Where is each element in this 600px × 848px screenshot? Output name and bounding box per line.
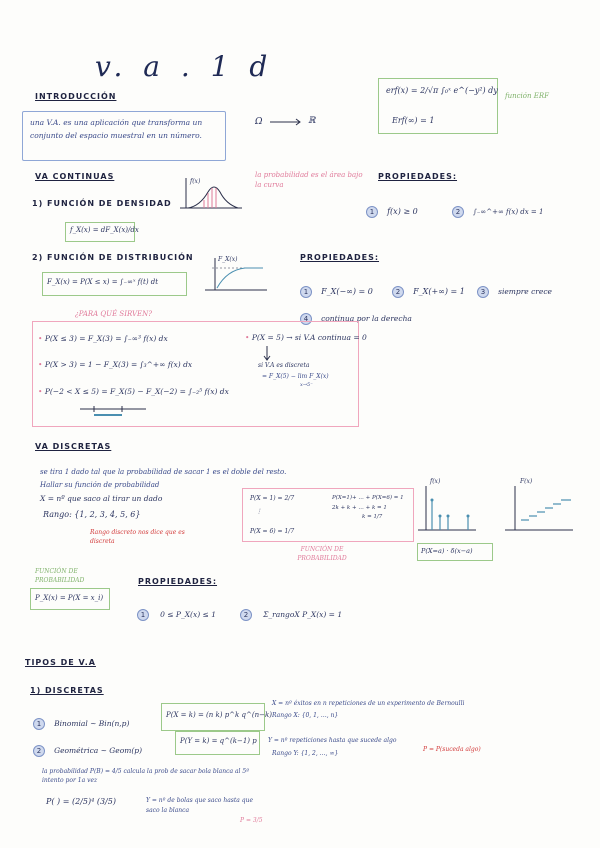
- example-text: la probabilidad P(B) = 4/5 calcula la pr…: [42, 768, 250, 784]
- uses-box: [32, 321, 359, 427]
- continuous-heading: VA CONTINUAS: [35, 172, 115, 181]
- prob-func-title: FUNCIÓN DE PROBABILIDAD: [35, 568, 85, 584]
- example-p: P = 3/5: [240, 817, 263, 824]
- pmf-graph: [418, 486, 476, 531]
- calc-3: k = 1/7: [362, 514, 383, 520]
- erf-infinity: Erf(∞) = 1: [392, 116, 435, 125]
- erf-formula: erf(x) = 2/√π ∫₀ˣ e^(−y²) dy: [386, 86, 498, 95]
- geometric-formula: P(Y = k) = q^(k−1) p: [180, 737, 257, 745]
- number-badge: 1: [300, 286, 312, 298]
- geometric-formula-box: [175, 731, 260, 755]
- mapping-from: Ω: [255, 117, 263, 127]
- mapping-arrow-icon: [270, 118, 301, 126]
- dist-prop-3: 3 siempre crece: [477, 279, 552, 298]
- discrete-heading: VA DISCRETAS: [35, 442, 112, 451]
- dist-formula-box: [42, 272, 187, 296]
- types-heading: TIPOS DE V.A: [25, 658, 96, 667]
- example-formula: P( ) = (2/5)⁴ (3/5): [46, 797, 116, 806]
- example-note: Y = nº de bolas que saco hasta que saco …: [146, 797, 254, 814]
- dist-prop-1: 1 F_X(−∞) = 0: [300, 279, 373, 298]
- density-graph-label: f(x): [190, 178, 201, 185]
- func-prob-label: FUNCIÓN DE PROBABILIDAD: [297, 546, 347, 562]
- number-badge: 2: [452, 206, 464, 218]
- distribution-graph: [205, 258, 267, 291]
- binomial-formula-box: [161, 703, 265, 731]
- dist-title: 2) FUNCIÓN DE DISTRIBUCIÓN: [32, 253, 194, 262]
- discrete-range: Rango: {1, 2, 3, 4, 5, 6}: [43, 510, 141, 519]
- intro-box: [22, 111, 226, 161]
- discrete-props-heading: PROPIEDADES:: [138, 577, 218, 586]
- cdf-graph: [505, 486, 573, 531]
- calc-box: [242, 488, 414, 542]
- discrete-prop-2: 2 Σ_rangoX P_X(x) = 1: [240, 602, 342, 621]
- erf-box: [378, 78, 498, 134]
- density-formula: f_X(x) = dF_X(x)/dx: [70, 226, 139, 234]
- binomial-range: Rango X: {0, 1, …, n}: [272, 712, 339, 719]
- number-badge: 1: [137, 609, 149, 621]
- use-2: • P(X > 3) = 1 − F_X(3) = ∫₃^+∞ f(x) dx: [38, 360, 193, 369]
- number-badge: 2: [392, 286, 404, 298]
- prob-6: P(X = 6) = 1/7: [250, 528, 295, 535]
- calc-2: 2k + k + … + k = 1: [332, 505, 387, 511]
- density-title: 1) FUNCIÓN DE DENSIDAD: [32, 199, 172, 208]
- geometric-range: Rango Y: {1, 2, …, ∞}: [272, 750, 339, 757]
- use-right-3: = F_X(5) − lim F_X(x): [262, 373, 329, 380]
- dist-props-heading: PROPIEDADES:: [300, 253, 380, 262]
- use-right-4: x→5⁻: [300, 382, 313, 388]
- number-badge: 2: [33, 745, 45, 757]
- area-note: la probabilidad es el área bajo la curva: [255, 171, 363, 189]
- dist-graph-label: F_X(x): [218, 256, 238, 263]
- number-badge: 2: [240, 609, 252, 621]
- dist-formula: F_X(x) = P(X ≤ x) = ∫₋∞ˣ f(t) dt: [47, 278, 159, 286]
- discrete-line-2: Hallar su función de probabilidad: [40, 481, 160, 489]
- interval-number-line: [80, 406, 146, 416]
- dist-prop-4: 4 continua por la derecha: [300, 306, 412, 325]
- uses-title: ¿PARA QUÉ SIRVEN?: [75, 310, 153, 318]
- number-badge: 1: [366, 206, 378, 218]
- types-subheading: 1) DISCRETAS: [30, 686, 104, 695]
- down-arrow-icon: [263, 346, 271, 361]
- geometric-item: 2 Geométrica ~ Geom(p): [33, 738, 142, 757]
- binomial-formula: P(X = k) = (n k) p^k q^(n−k): [166, 711, 272, 719]
- mapping-to: ℝ: [308, 116, 316, 126]
- use-right-1: • P(X = 5) → si V.A continua = 0: [245, 333, 367, 342]
- cdf-graph-label: F(x): [520, 478, 533, 485]
- prob-dots: ⋮: [256, 508, 262, 515]
- intro-text: una V.A. es una aplicación que transform…: [30, 118, 203, 140]
- prob-func-box: [30, 588, 110, 610]
- density-graph: [180, 178, 242, 209]
- discrete-prop-1: 1 0 ≤ P_X(x) ≤ 1: [137, 602, 216, 621]
- density-formula-box: [65, 222, 135, 242]
- pmf-formula: P(X=a) · δ(x−a): [421, 547, 473, 555]
- page-title: v. a . 1 d: [95, 50, 274, 83]
- discrete-line-3: X = nº que saco al tirar un dado: [40, 494, 163, 503]
- prop-item-2: 2 ∫₋∞^+∞ f(x) dx = 1: [452, 199, 543, 218]
- use-right-2: si V.A es discreta: [258, 362, 310, 369]
- calc-1: P(X=1)+ … + P(X=6) = 1: [332, 495, 404, 501]
- binomial-desc: X = nº éxitos en n repeticiones de un ex…: [272, 700, 465, 707]
- number-badge: 1: [33, 718, 45, 730]
- use-1: • P(X ≤ 3) = F_X(3) = ∫₋∞³ f(x) dx: [38, 334, 168, 343]
- binomial-item: 1 Binomial ~ Bin(n,p): [33, 711, 129, 730]
- discrete-line-1: se tira 1 dado tal que la probabilidad d…: [40, 468, 287, 476]
- erf-label: función ERF: [505, 92, 549, 100]
- prob-1: P(X = 1) = 2/7: [250, 495, 295, 502]
- prop-item-1: 1 f(x) ≥ 0: [366, 199, 418, 218]
- props-heading: PROPIEDADES:: [378, 172, 458, 181]
- geometric-note: P = P(suceda algo): [423, 746, 481, 753]
- prob-func-formula: P_X(x) = P(X = x_i): [35, 594, 104, 602]
- geometric-desc: Y = nº repeticiones hasta que sucede alg…: [268, 737, 397, 744]
- dist-prop-2: 2 F_X(+∞) = 1: [392, 279, 465, 298]
- use-3: • P(−2 < X ≤ 5) = F_X(5) − F_X(−2) = ∫₋₂…: [38, 387, 229, 396]
- range-note: Rango discreto nos dice que es discreta: [90, 529, 185, 545]
- number-badge: 3: [477, 286, 489, 298]
- intro-heading: INTRODUCCIÓN: [35, 92, 117, 101]
- pmf-graph-label: f(x): [430, 478, 441, 485]
- pmf-formula-box: [417, 543, 493, 561]
